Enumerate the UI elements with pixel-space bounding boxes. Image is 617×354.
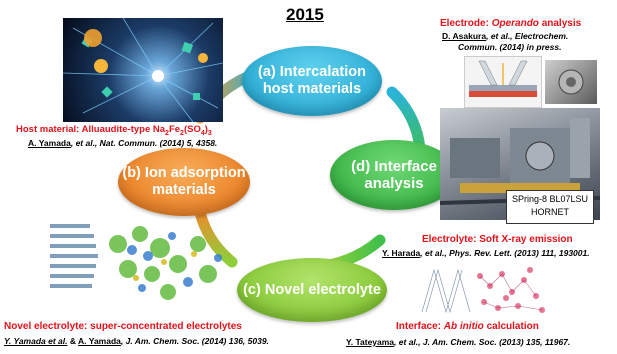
electrolyte-ref-rest: , et al., Phys. Rev. Lett. (2013) 111, 1… xyxy=(420,248,590,258)
node-ion-adsorption: (b) Ion adsorption materials xyxy=(118,148,250,216)
interface-heading-prefix: Interface: xyxy=(396,321,444,332)
novel-ref-author1: Y. Yamada et al. xyxy=(4,336,68,346)
spring8-line2: HORNET xyxy=(531,207,569,217)
node-b-line2: materials xyxy=(152,182,216,198)
interface-ref-author: Y. Tateyama xyxy=(346,337,395,347)
host-fe: Fe xyxy=(168,124,181,135)
node-d-line2: analysis xyxy=(364,175,424,192)
electrode-heading-suffix: analysis xyxy=(538,18,582,29)
node-intercalation: (a) Intercalation host materials xyxy=(242,46,382,116)
novel-ref-mid: & xyxy=(67,336,79,346)
novel-electrolyte-heading: Novel electrolyte: super-concentrated el… xyxy=(4,321,242,332)
electrode-heading: Electrode: Operando analysis xyxy=(440,18,581,29)
spring8-line1: SPring-8 BL07LSU xyxy=(511,194,589,204)
crystal-structure-image xyxy=(63,18,223,122)
electrode-ref-author: D. Asakura xyxy=(442,31,487,41)
electrode-ref-line2: Commun. (2014) in press. xyxy=(458,42,562,52)
electrode-photo-image xyxy=(545,60,597,104)
interface-heading-suffix: calculation xyxy=(483,321,539,332)
electrode-heading-prefix: Electrode: xyxy=(440,18,492,29)
spring8-label: SPring-8 BL07LSU HORNET xyxy=(506,190,594,224)
electrolyte-ref-author: Y. Harada xyxy=(382,248,421,258)
node-a-line1: (a) Intercalation xyxy=(258,64,366,81)
node-a-line2: host materials xyxy=(262,81,362,97)
host-sub-fe: 2 xyxy=(180,129,184,137)
node-interface-analysis: (d) Interface analysis xyxy=(330,140,458,210)
molecular-structure-image xyxy=(48,214,236,310)
host-ref-rest: , et al., Nat. Commun. (2014) 5, 4358. xyxy=(70,138,218,148)
novel-ref-author2: A. Yamada xyxy=(78,336,121,346)
interface-reference: Y. Tateyama, et al., J. Am. Chem. Soc. (… xyxy=(346,337,570,347)
host-heading-prefix: Host material: Alluaudite-type Na xyxy=(16,124,166,135)
node-d-line1: (d) Interface xyxy=(351,157,437,175)
host-sub-3: 3 xyxy=(207,129,212,137)
host-sub-2: 2 xyxy=(165,129,169,137)
page-title: 2015 xyxy=(286,5,324,24)
electrolyte-reference: Y. Harada, et al., Phys. Rev. Lett. (201… xyxy=(382,248,590,258)
node-novel-electrolyte: (c) Novel electrolyte xyxy=(237,258,387,322)
electrode-heading-italic: Operando xyxy=(491,18,539,29)
host-material-heading: Host material: Alluaudite-type Na2Fe2(SO… xyxy=(16,124,212,137)
host-material-reference: A. Yamada, et al., Nat. Commun. (2014) 5… xyxy=(28,138,217,148)
interface-heading: Interface: Ab initio calculation xyxy=(396,321,539,332)
novel-ref-rest: , J. Am. Chem. Soc. (2014) 136, 5039. xyxy=(120,336,269,346)
electrode-schematic-image xyxy=(464,56,542,108)
node-c-line1: (c) Novel electrolyte xyxy=(243,281,381,298)
interface-ref-rest: , et al., J. Am. Chem. Soc. (2013) 135, … xyxy=(394,337,571,347)
host-sub-4: 4 xyxy=(200,129,205,137)
interface-heading-italic: Ab initio xyxy=(443,321,484,332)
electrode-ref-line1: , et al., Electrochem. xyxy=(486,31,569,41)
host-so4: (SO xyxy=(183,124,201,135)
electrode-reference: D. Asakura, et al., Electrochem. Commun.… xyxy=(442,31,568,53)
electrolyte-heading: Electrolyte: Soft X-ray emission xyxy=(422,234,573,245)
novel-electrolyte-reference: Y. Yamada et al. & A. Yamada, J. Am. Che… xyxy=(4,336,269,346)
host-close: ) xyxy=(204,124,208,135)
ab-initio-simulation-image xyxy=(418,262,548,318)
host-ref-author: A. Yamada xyxy=(28,138,71,148)
node-b-line1: (b) Ion adsorption xyxy=(122,165,246,182)
